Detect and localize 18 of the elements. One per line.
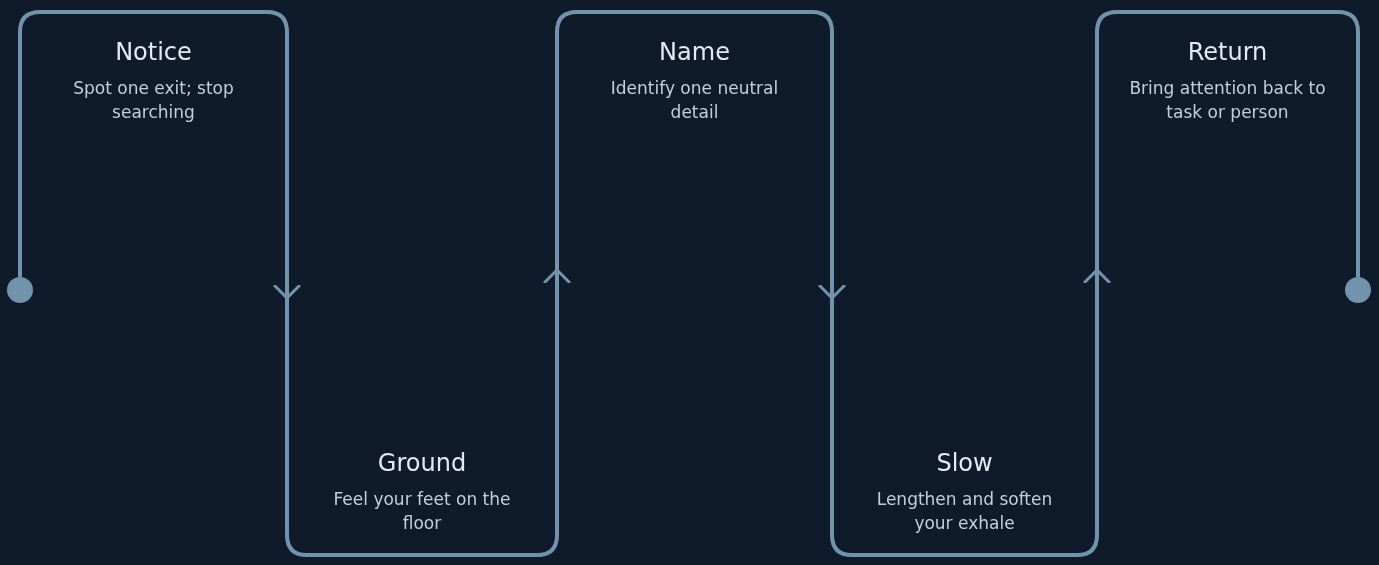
endpoint-dot — [7, 277, 33, 303]
connector-line — [18, 270, 22, 277]
step-description: Identify one neutral detail — [609, 77, 780, 124]
endpoint-dot — [1345, 277, 1371, 303]
step-description: Feel your feet on the floor — [332, 488, 512, 535]
arrow — [542, 268, 572, 298]
connector-line — [1356, 270, 1360, 277]
step-description: Spot one exit; stop searching — [72, 77, 235, 124]
arrow — [817, 270, 847, 300]
arrow — [272, 270, 302, 300]
step-title: Notice — [115, 38, 192, 66]
step-title: Slow — [936, 449, 993, 477]
step-title: Name — [659, 38, 730, 66]
step-description: Lengthen and soften your exhale — [875, 488, 1054, 535]
step-title: Ground — [377, 449, 467, 477]
arrow — [1082, 268, 1112, 298]
step-title: Return — [1187, 38, 1268, 66]
step-description: Bring attention back to task or person — [1128, 77, 1327, 124]
